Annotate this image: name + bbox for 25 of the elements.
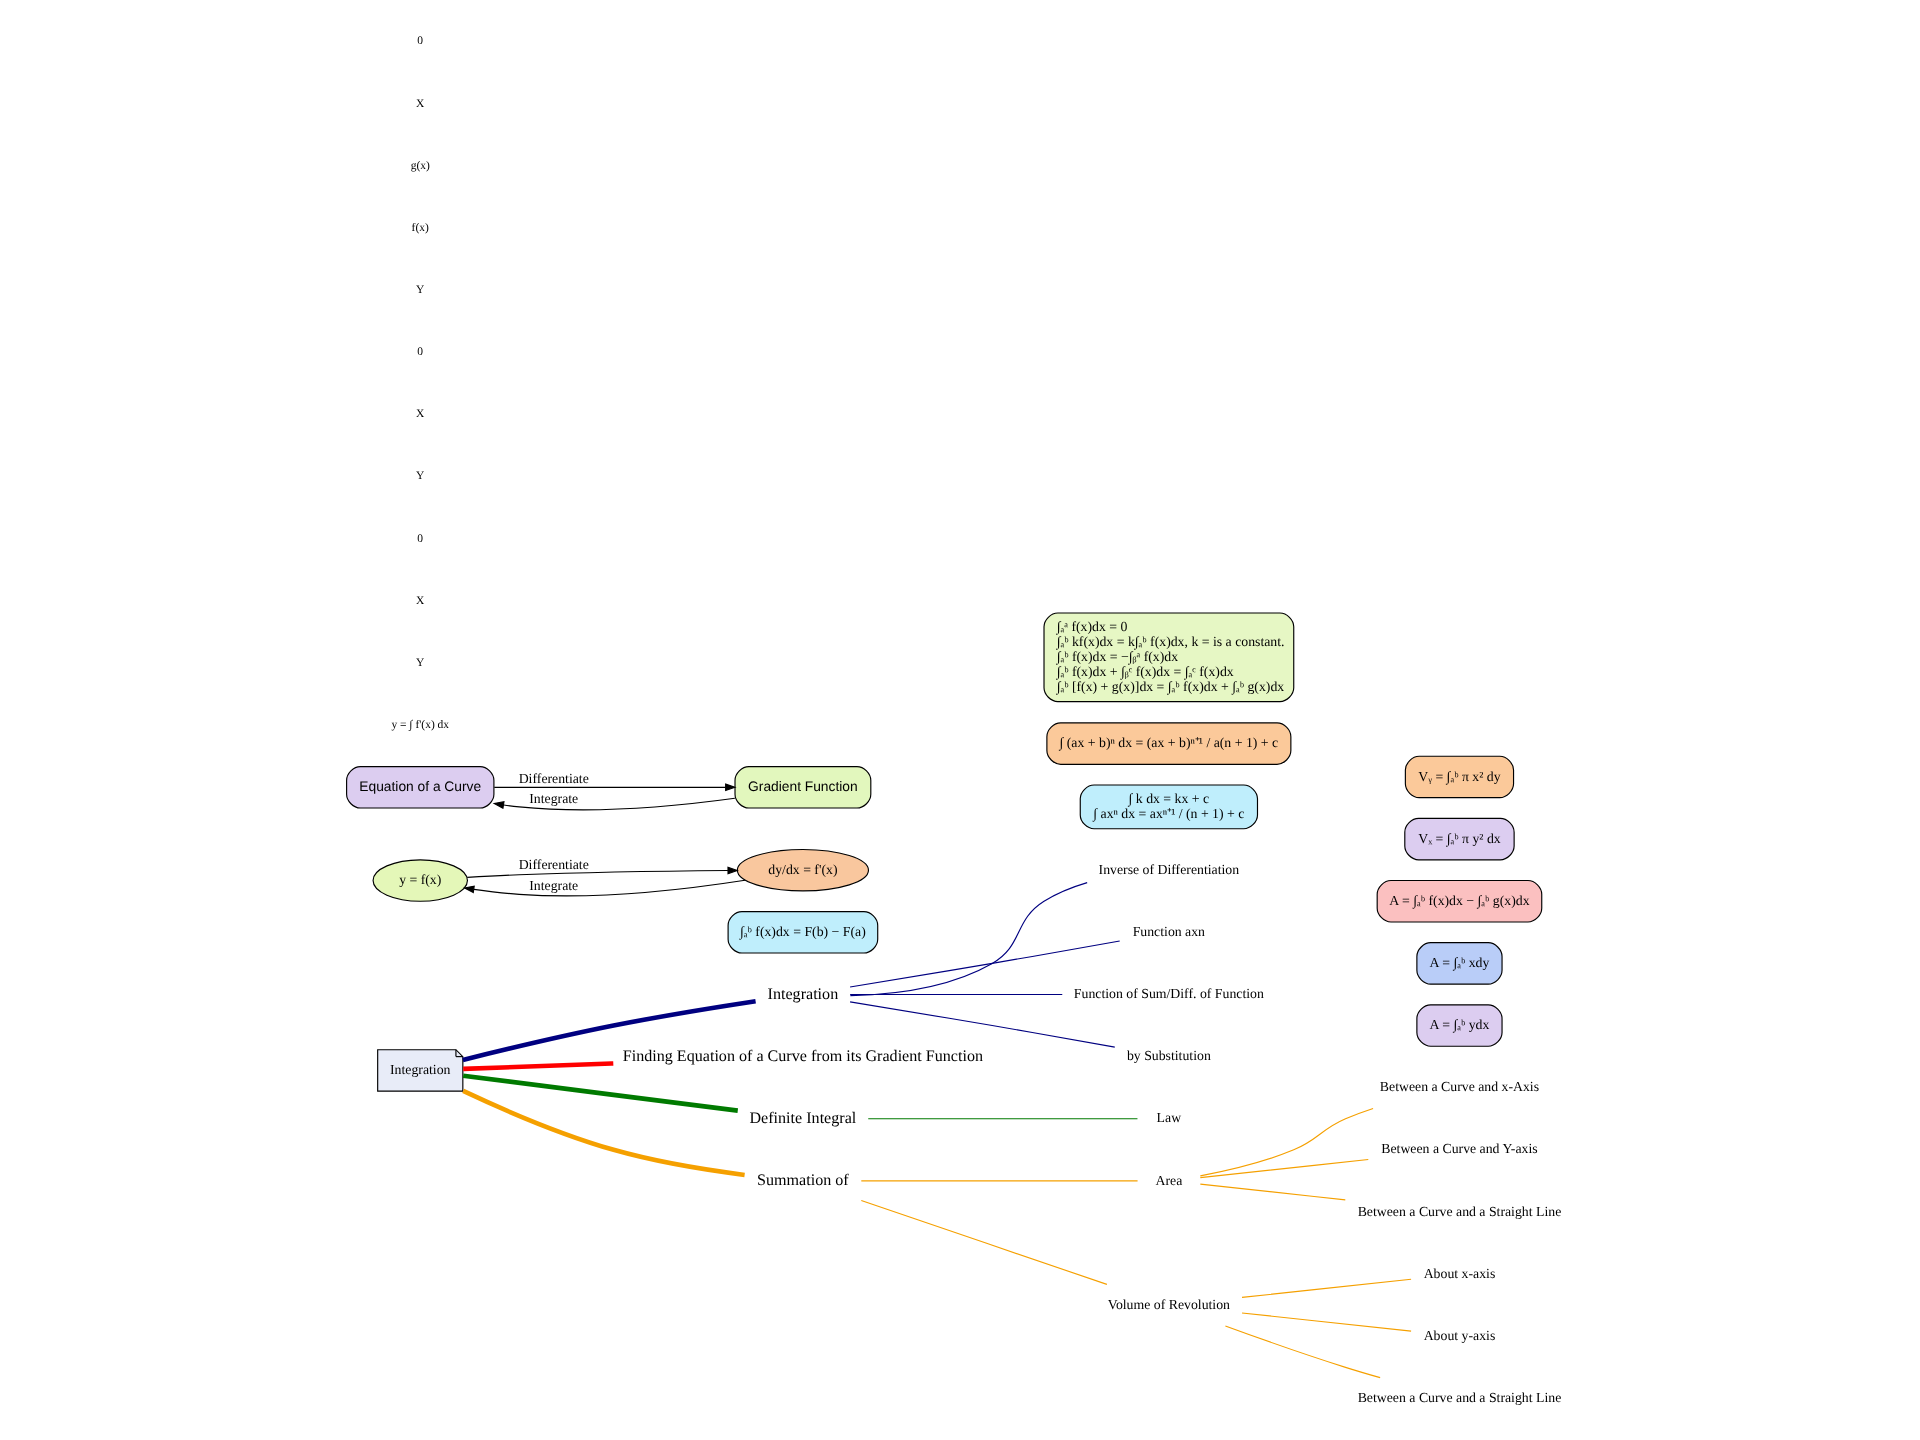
node-text: Finding Equation of a Curve from its Gradient Function: [622, 1046, 984, 1065]
connector: [462, 1073, 739, 1113]
node-text: Definite Integral: [749, 1109, 857, 1128]
arrow: [493, 783, 737, 792]
node-text: Integration: [767, 984, 839, 1003]
connector: [1199, 1183, 1346, 1201]
connector: [1199, 1158, 1369, 1179]
arrow: [466, 866, 739, 879]
connector: [1224, 1325, 1381, 1379]
arrow: [462, 879, 746, 897]
connector: [849, 1001, 1116, 1048]
connector: [849, 993, 1063, 996]
connector: [849, 882, 1088, 997]
connector: [860, 1199, 1108, 1285]
connector: [462, 1088, 745, 1178]
connector: [860, 1180, 1139, 1182]
connector: [867, 1118, 1139, 1120]
connector: [1199, 1107, 1374, 1177]
connector: [463, 1061, 614, 1072]
connector: [1241, 1312, 1412, 1332]
connector: [462, 998, 756, 1063]
connector: [849, 940, 1121, 988]
node-text: Summation of: [757, 1171, 849, 1190]
arrow: [492, 797, 736, 811]
connector: [1241, 1278, 1412, 1298]
